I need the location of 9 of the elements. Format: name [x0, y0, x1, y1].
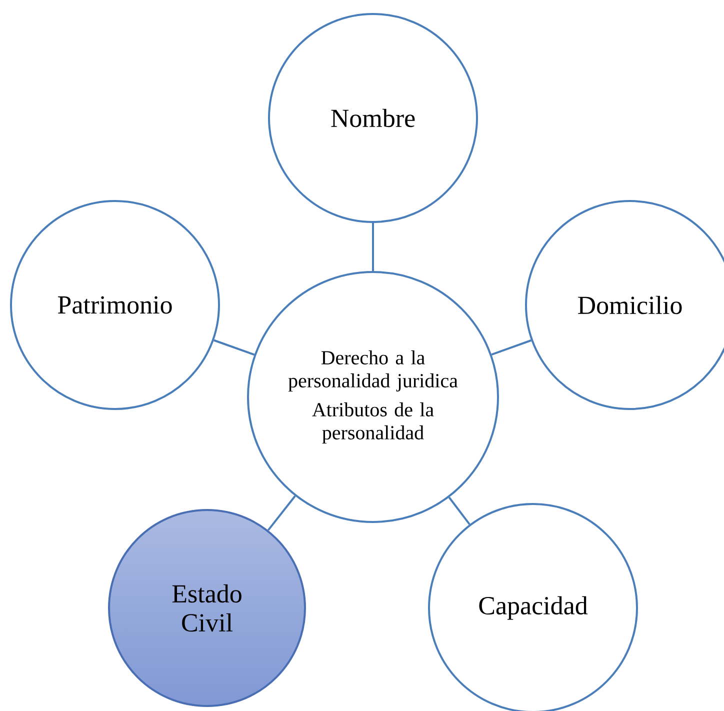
circle-node: Estado Civil: [108, 508, 306, 707]
connector-line: [491, 339, 532, 356]
connector-line: [267, 495, 296, 531]
connector-line: [448, 496, 470, 525]
circle-node: Patrimonio: [10, 200, 220, 410]
connector-line: [214, 339, 255, 356]
connector-line: [372, 222, 374, 271]
circle-node: Nombre: [268, 12, 478, 223]
circle-node: Derecho a la personalidad juridica Atributos de la personalidad: [247, 270, 499, 523]
